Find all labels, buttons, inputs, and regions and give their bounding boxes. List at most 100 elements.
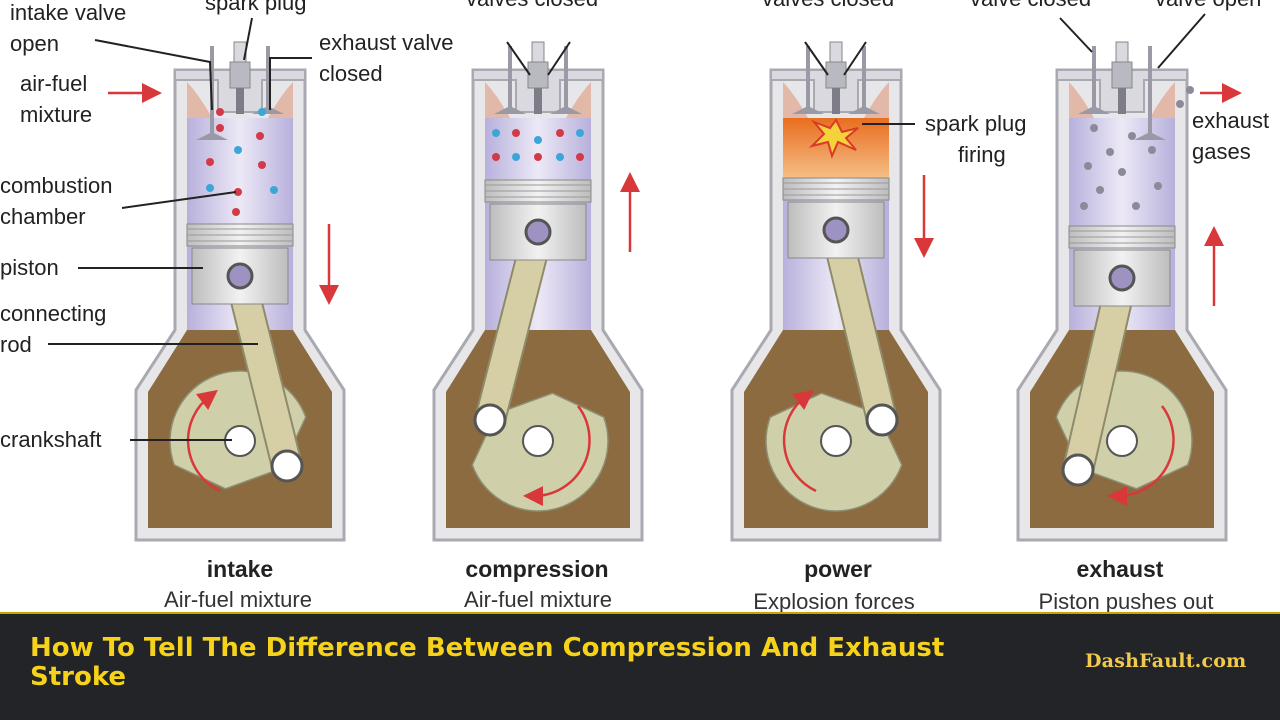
gas-particle xyxy=(1096,186,1104,194)
gas-particle xyxy=(576,153,584,161)
gas-particle xyxy=(512,129,520,137)
exhaust-port xyxy=(1150,82,1175,118)
article-title: How To Tell The Difference Between Compr… xyxy=(30,633,945,692)
intake-port xyxy=(485,82,510,118)
stage-name-power: power xyxy=(804,556,872,582)
gas-particle xyxy=(534,153,542,161)
label-connecting-rod: connecting rod xyxy=(0,301,113,357)
label-valves-closed-2: valves closed xyxy=(762,0,894,11)
leader-combustion-chamber xyxy=(121,191,237,209)
gas-particle xyxy=(216,124,224,132)
wrist-pin xyxy=(524,218,552,246)
exhaust-port xyxy=(566,82,591,118)
connecting-rod xyxy=(226,262,301,480)
engine-compression xyxy=(432,41,644,542)
gas-particle xyxy=(234,188,242,196)
leader-valve-open xyxy=(1157,13,1206,69)
spark-burst xyxy=(808,118,859,159)
spark-plug-tip xyxy=(832,88,840,114)
stage-name-exhaust: exhaust xyxy=(1077,556,1164,582)
rotation-arrow xyxy=(186,389,221,493)
crank-pin xyxy=(473,403,507,437)
spark-plug-top xyxy=(531,41,545,65)
leader-spark-plug xyxy=(243,17,253,61)
intake-port xyxy=(783,82,808,118)
wrist-pin xyxy=(226,262,254,290)
intake-port xyxy=(187,82,212,118)
spark-plug-top xyxy=(233,41,247,65)
stage-name-compression: compression xyxy=(465,556,608,582)
gas-particle xyxy=(1128,132,1136,140)
gas-particle xyxy=(1132,202,1140,210)
stage-name-intake: intake xyxy=(207,556,273,582)
gas-particle xyxy=(234,146,242,154)
leader-lines xyxy=(48,13,1206,441)
gas-particle xyxy=(576,129,584,137)
exhaust-valve-head xyxy=(848,106,880,114)
spark-plug-body xyxy=(1111,61,1133,89)
spark-plug-tip xyxy=(534,88,542,114)
gas-particle xyxy=(232,208,240,216)
crankshaft-journal xyxy=(820,425,852,457)
gas-particle xyxy=(206,184,214,192)
gas-particle xyxy=(1186,86,1194,94)
spark-plug-tip xyxy=(236,88,244,114)
leader-valves-closed-3 xyxy=(804,41,867,76)
gas-particle xyxy=(492,129,500,137)
wrist-pin xyxy=(1108,264,1136,292)
leader-intake-valve xyxy=(94,39,213,111)
gas-particle xyxy=(1080,202,1088,210)
label-valve-closed: valve closed xyxy=(970,0,1091,11)
gas-particle xyxy=(1148,146,1156,154)
gas-particle xyxy=(1118,168,1126,176)
rotation-arrow xyxy=(523,405,591,507)
engines-group xyxy=(134,41,1228,542)
label-valves-closed-1: valves closed xyxy=(466,0,598,11)
four-stroke-diagram: intake valve open spark plug exhaust val… xyxy=(0,0,1275,612)
connecting-rod xyxy=(476,218,552,434)
stage-desc-compression: Air-fuel mixture xyxy=(464,587,612,612)
label-spark-plug-firing: spark plug firing xyxy=(925,111,1033,167)
gas-particle xyxy=(492,153,500,161)
spark-plug-top xyxy=(829,41,843,65)
leader-valve-closed xyxy=(1059,17,1093,53)
crank-pin xyxy=(1061,453,1095,487)
spark-plug-tip xyxy=(1118,88,1126,114)
connecting-rod xyxy=(1064,264,1136,484)
intake-valve-head xyxy=(494,106,526,114)
gas-particle xyxy=(1106,148,1114,156)
crankshaft-journal xyxy=(1106,425,1138,457)
label-combustion-chamber: combustion chamber xyxy=(0,173,119,229)
site-logo[interactable]: DashFault.com xyxy=(1085,650,1247,672)
gas-particle xyxy=(270,186,278,194)
gas-particle xyxy=(556,129,564,137)
gas-particle xyxy=(216,108,224,116)
gas-particle xyxy=(1176,100,1184,108)
gas-particle xyxy=(512,153,520,161)
label-exhaust-valve: exhaust valve closed xyxy=(319,30,460,86)
engine-power xyxy=(730,41,942,542)
rotation-arrow xyxy=(1107,405,1175,507)
gas-particle xyxy=(1090,124,1098,132)
crank-pin xyxy=(270,449,304,483)
connecting-rod xyxy=(822,216,896,434)
label-spark-plug: spark plug xyxy=(205,0,307,15)
leader-exhaust-valve xyxy=(269,57,312,110)
spark-plug-body xyxy=(229,61,251,89)
gas-particle xyxy=(534,136,542,144)
intake-valve-head xyxy=(792,106,824,114)
stage-desc-intake: Air-fuel mixture xyxy=(164,587,312,612)
label-exhaust-gases: exhaust gases xyxy=(1192,108,1275,164)
gas-particle xyxy=(258,108,266,116)
leader-valves-closed-2 xyxy=(506,41,571,76)
engine-exhaust xyxy=(1016,41,1228,542)
spark-plug-body xyxy=(527,61,549,89)
gas-particle xyxy=(556,153,564,161)
rotation-arrow xyxy=(782,389,817,493)
title-banner: How To Tell The Difference Between Compr… xyxy=(0,612,1280,720)
exhaust-port xyxy=(864,82,889,118)
gas-particle xyxy=(258,161,266,169)
exhaust-valve-head xyxy=(550,106,582,114)
crankshaft-journal xyxy=(522,425,554,457)
intake-valve-head xyxy=(1078,106,1110,114)
